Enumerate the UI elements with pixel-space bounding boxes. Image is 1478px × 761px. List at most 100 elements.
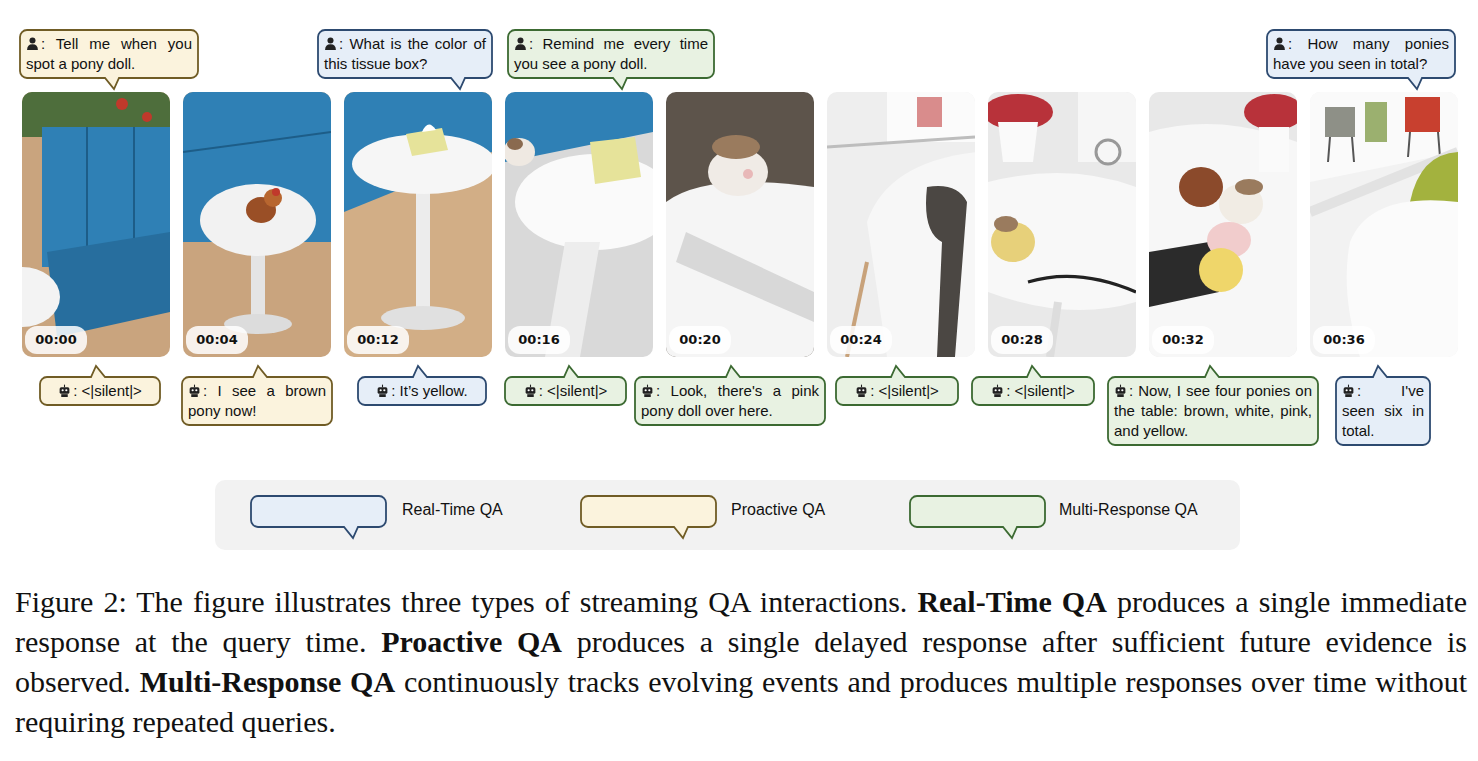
photo-detail	[887, 92, 975, 142]
timestamp-pill: 00:32	[1152, 326, 1214, 354]
icon-part	[527, 394, 534, 397]
icon-part	[531, 389, 533, 391]
legend-swatch	[910, 496, 1045, 538]
text-line: : How many ponies have you seen in total…	[1273, 34, 1449, 74]
model-response-bubble: : Now, I see four ponies on the table: b…	[1108, 377, 1318, 445]
text-line: : Look, there's a pink pony doll over he…	[641, 381, 819, 421]
icon-part	[1118, 389, 1120, 391]
photo-detail	[1149, 92, 1297, 357]
icon-part	[380, 389, 382, 391]
text-line: : Now, I see four ponies on the table: b…	[1114, 381, 1312, 441]
dialogue-text: : <|silent|>	[1006, 382, 1075, 399]
photo-detail	[264, 189, 282, 207]
photo-detail	[1096, 140, 1120, 164]
photo-detail	[1078, 92, 1136, 162]
timestamp: 00:36	[1323, 332, 1364, 347]
user-icon	[1273, 37, 1286, 50]
photo-detail	[1365, 102, 1387, 142]
video-frame	[666, 92, 814, 357]
robot-icon	[524, 384, 537, 397]
icon-part	[645, 389, 647, 391]
text-line: : It’s yellow.	[364, 381, 480, 401]
timestamp: 00:20	[679, 332, 720, 347]
icon-part	[1121, 389, 1123, 391]
dialogue-text: : Tell me when you spot a pony doll.	[26, 35, 192, 72]
text-line: 00:04	[186, 326, 248, 354]
text-line: : I've seen six in total.	[1342, 381, 1424, 441]
timestamp-pill: 00:00	[25, 326, 87, 354]
icon-part	[993, 387, 1003, 394]
icon-part	[1117, 394, 1124, 397]
photo-detail	[1028, 276, 1136, 292]
photo-detail	[926, 186, 967, 357]
video-frame	[183, 92, 331, 357]
timestamp: 00:12	[357, 332, 398, 347]
video-frame	[988, 92, 1136, 357]
icon-part	[858, 394, 865, 397]
text-line: 00:20	[669, 326, 731, 354]
bubble-shape	[318, 30, 492, 89]
video-frame	[827, 92, 975, 357]
photo-detail	[743, 169, 753, 179]
user-icon	[324, 37, 337, 50]
photo-detail	[1328, 132, 1440, 162]
photo-detail	[416, 182, 430, 312]
legend-panel	[215, 480, 1240, 550]
photo-detail	[1050, 302, 1058, 357]
icon-part	[384, 389, 386, 391]
photo-detail	[590, 137, 641, 184]
robot-icon	[376, 384, 389, 397]
icon-part	[64, 385, 65, 388]
text-line: : <|silent|>	[46, 381, 154, 401]
model-response-bubble: : <|silent|>	[505, 377, 626, 405]
photo-detail	[406, 128, 448, 156]
photo-detail	[47, 232, 170, 337]
timestamp: 00:04	[196, 332, 237, 347]
model-response-bubble: : Look, there's a pink pony doll over he…	[635, 377, 825, 425]
icon-part	[1116, 387, 1126, 394]
photo-detail	[1149, 124, 1297, 357]
video-frame	[22, 92, 170, 357]
text-line: 00:24	[830, 326, 892, 354]
bubble-shape	[972, 366, 1094, 405]
photo-detail	[1259, 127, 1289, 172]
text-line: 00:36	[1313, 326, 1375, 354]
caption-run: Real-Time QA	[917, 585, 1106, 618]
photo-detail	[344, 92, 492, 357]
robot-icon	[58, 384, 71, 397]
timestamp-pill: 00:36	[1313, 326, 1375, 354]
photo-detail	[272, 188, 280, 196]
icon-part	[60, 387, 70, 394]
user-icon	[26, 37, 39, 50]
text-line: 00:12	[347, 326, 409, 354]
timestamp-pill: 00:12	[347, 326, 409, 354]
text-line: : <|silent|>	[978, 381, 1088, 401]
timestamp-pill: 00:04	[186, 326, 248, 354]
photo-detail	[998, 122, 1038, 162]
photo-detail	[666, 182, 814, 357]
photo-detail	[676, 232, 814, 322]
photo-detail	[1235, 179, 1263, 195]
video-frame	[344, 92, 492, 357]
icon-part	[648, 389, 650, 391]
icon-part	[1344, 387, 1354, 394]
icon-part	[190, 387, 200, 394]
dialogue-text: : <|silent|>	[73, 382, 142, 399]
timestamp: 00:24	[840, 332, 881, 347]
text-line: 00:00	[25, 326, 87, 354]
icon-part	[378, 387, 388, 394]
photo-detail	[994, 216, 1018, 232]
icon-part	[61, 394, 68, 397]
bubble-shape	[508, 30, 714, 89]
dialogue-text: : What is the color of this tissue box?	[324, 35, 486, 72]
dialogue-text: : Now, I see four ponies on the table: b…	[1114, 382, 1312, 439]
text-line: : What is the color of this tissue box?	[324, 34, 486, 74]
timestamp: 00:00	[35, 332, 76, 347]
photo-detail	[200, 184, 316, 256]
robot-icon	[1342, 384, 1355, 397]
bubble-shape	[182, 366, 332, 425]
caption-run: Multi-Response QA	[140, 665, 396, 698]
icon-part	[382, 385, 383, 388]
text-line: 00:16	[508, 326, 570, 354]
